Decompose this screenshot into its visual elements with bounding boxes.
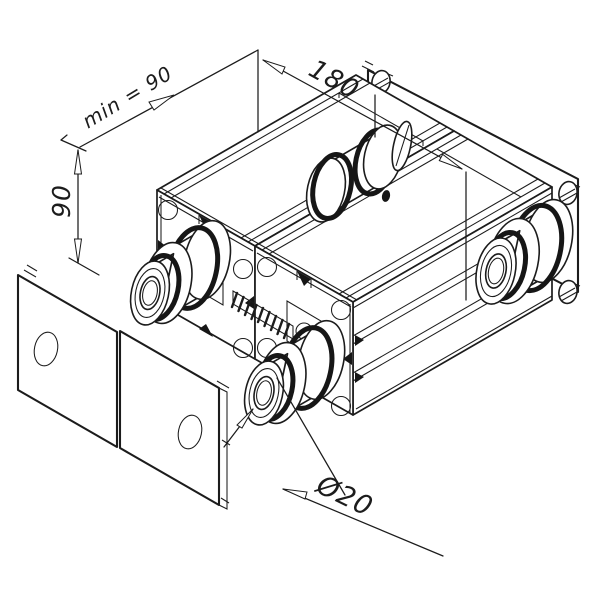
arrowhead-icon (73, 149, 83, 175)
arrowhead-icon (148, 94, 175, 111)
arrowhead-icon (73, 238, 83, 264)
dimension-height: 90 (47, 149, 100, 276)
arrowhead-icon (262, 59, 286, 75)
dimension-label-height: 90 (47, 184, 76, 218)
seal-strip (230, 290, 294, 340)
screw-icon (558, 180, 581, 206)
arrowhead-icon (236, 408, 254, 429)
plate-hole (177, 414, 203, 450)
corner-bore (232, 258, 254, 280)
roller-left (129, 219, 232, 326)
end-plate-left-front (118, 329, 231, 510)
roller-right (475, 198, 574, 305)
dimension-min-gap: min = 90 (60, 49, 259, 152)
roller-bottom (243, 319, 346, 426)
roller-top (305, 120, 413, 223)
corner-bore (157, 199, 179, 221)
end-plate-left-rear (16, 264, 119, 449)
arrowhead-icon (438, 153, 463, 170)
corner-bore (330, 395, 352, 417)
corner-bore (232, 337, 254, 359)
arrowhead-icon (282, 488, 308, 500)
corner-bore (256, 256, 278, 278)
dimension-label-min-gap: min = 90 (78, 61, 177, 133)
screw-icon (558, 279, 581, 305)
plate-hole (33, 331, 59, 367)
corner-bore (330, 299, 352, 321)
